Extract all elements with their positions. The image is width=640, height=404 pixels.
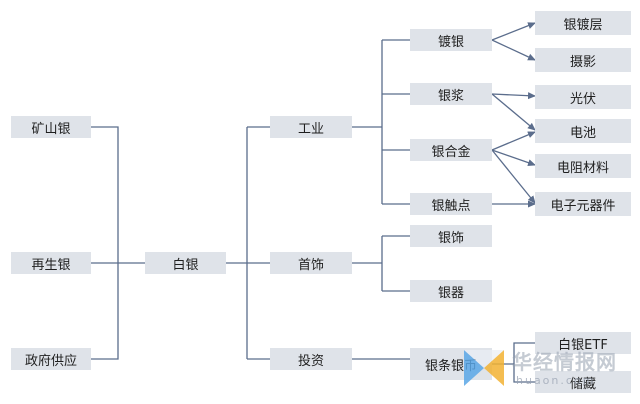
node-guangfu: 光伏 xyxy=(535,85,631,109)
node-kuangshanyin: 矿山银 xyxy=(11,116,91,138)
node-sheying: 摄影 xyxy=(535,48,631,72)
node-zhengfu: 政府供应 xyxy=(11,348,91,370)
node-duyin: 镀银 xyxy=(410,29,492,51)
node-yinshi: 银饰 xyxy=(410,225,492,247)
arrow-yinhejin-dianzu xyxy=(491,149,536,166)
node-yinchudian: 银触点 xyxy=(410,193,492,215)
node-baiyin: 白银 xyxy=(145,252,226,274)
node-yinjiang: 银浆 xyxy=(410,83,492,105)
node-gongye: 工业 xyxy=(270,116,352,138)
connector-baiyin xyxy=(226,126,270,360)
arrow-yinjiang-guangfu xyxy=(491,92,536,100)
arrow-yinhejin-dianzi xyxy=(491,149,536,204)
arrow-duyin-yinduceng xyxy=(491,22,536,41)
node-dianzi: 电子元器件 xyxy=(535,192,631,216)
connector-sources xyxy=(91,126,145,360)
node-dianzu: 电阻材料 xyxy=(535,154,631,178)
connector-shoushi xyxy=(352,235,410,292)
watermark: 华经情报网 huaon.com xyxy=(462,344,632,400)
node-yinduceng: 银镀层 xyxy=(535,11,631,35)
arrow-duyin-sheying xyxy=(491,39,536,61)
node-touzi: 投资 xyxy=(270,348,352,370)
connector-gongye xyxy=(352,39,410,205)
watermark-logo-icon xyxy=(464,350,504,386)
node-shoushi: 首饰 xyxy=(270,252,352,274)
node-chucang: 储藏 xyxy=(535,371,631,393)
node-yinqi: 银器 xyxy=(410,280,492,302)
node-yinhejin: 银合金 xyxy=(410,139,492,161)
arrow-yinjiang-dianchi xyxy=(491,93,536,131)
node-zaishengyin: 再生银 xyxy=(11,252,91,274)
node-etf: 白银ETF xyxy=(535,332,631,354)
node-dianchi: 电池 xyxy=(535,119,631,143)
arrow-yinhejin-dianchi xyxy=(491,131,536,151)
watermark-url: huaon.com xyxy=(516,374,596,387)
watermark-text: 华经情报网 xyxy=(512,350,617,374)
